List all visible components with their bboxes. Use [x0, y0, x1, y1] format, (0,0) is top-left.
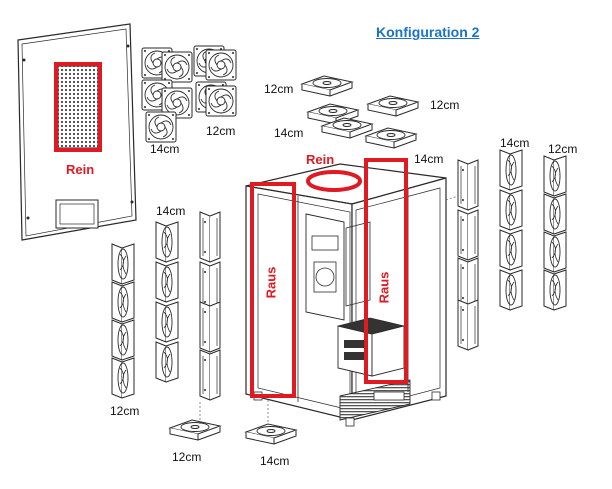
left-frames: [199, 211, 221, 401]
top-12cm-b-label: 12cm: [430, 98, 460, 112]
top-14cm-a-label: 14cm: [274, 126, 304, 140]
guide-lines: [199, 195, 459, 424]
left-fan-column-14cm: [155, 221, 179, 383]
left-14cm-label: 14cm: [156, 204, 186, 218]
rein-panel-label: Rein: [66, 162, 95, 177]
case-body: [245, 163, 447, 427]
panel-fans-14cm: [141, 47, 193, 143]
top-fans: [301, 75, 419, 149]
right-14cm-label: 14cm: [500, 136, 530, 150]
config-title-link[interactable]: Konfiguration 2: [376, 24, 480, 40]
raus-left-highlight: [250, 182, 296, 398]
raus-left-label: Raus: [263, 266, 279, 299]
right-fan-column-12cm: [543, 155, 567, 311]
right-fan-column-14cm: [499, 149, 523, 311]
raus-right-highlight: [364, 158, 408, 384]
rein-panel-highlight: [54, 62, 102, 152]
right-12cm-label: 12cm: [548, 142, 578, 156]
rein-top-label: Rein: [306, 152, 335, 167]
top-14cm-b-label: 14cm: [414, 152, 444, 166]
bottom-14cm-label: 14cm: [260, 454, 290, 468]
bottom-fans: [169, 419, 297, 445]
raus-right-label: Raus: [376, 271, 392, 304]
right-frames: [457, 159, 479, 351]
left-12cm-label: 12cm: [110, 404, 140, 418]
panelfans-12cm-label: 12cm: [206, 124, 236, 138]
panelfans-14cm-label: 14cm: [150, 142, 180, 156]
panel-fans-12cm: [193, 45, 237, 117]
top-12cm-a-label: 12cm: [264, 82, 294, 96]
left-fan-column-12cm: [111, 243, 135, 399]
side-panel: [17, 23, 137, 241]
bottom-12cm-label: 12cm: [172, 450, 202, 464]
rein-top-highlight: [306, 170, 362, 192]
